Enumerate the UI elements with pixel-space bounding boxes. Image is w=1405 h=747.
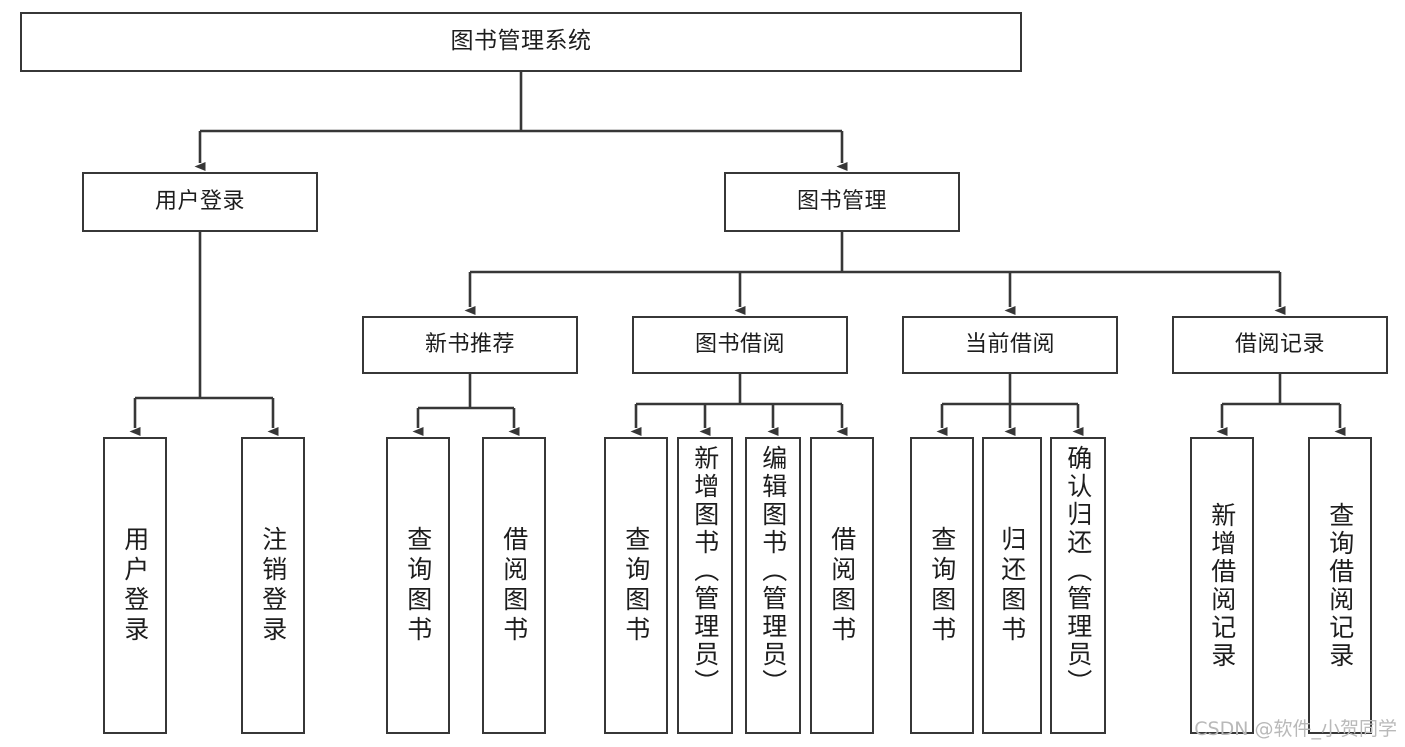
node-borrow-record[interactable]: 借阅记录 — [1172, 316, 1388, 374]
node-label: 用户登录 — [120, 525, 150, 646]
node-leaf-confirm-return-admin[interactable]: 确认归还（管理员） — [1050, 437, 1106, 734]
node-label: 借阅记录 — [1234, 332, 1325, 358]
node-root-book-management-system[interactable]: 图书管理系统 — [20, 12, 1022, 72]
node-leaf-borrow-book-recommend[interactable]: 借阅图书 — [482, 437, 546, 734]
node-leaf-user-logout[interactable]: 注销登录 — [241, 437, 305, 734]
node-book-borrow[interactable]: 图书借阅 — [632, 316, 848, 374]
node-label: 编辑图书（管理员） — [758, 445, 788, 697]
node-leaf-return-book[interactable]: 归还图书 — [982, 437, 1042, 734]
node-leaf-query-borrow-record[interactable]: 查询借阅记录 — [1308, 437, 1372, 734]
node-leaf-query-book-recommend[interactable]: 查询图书 — [386, 437, 450, 734]
node-label: 查询图书 — [403, 525, 433, 646]
node-label: 借阅图书 — [499, 525, 529, 646]
node-leaf-user-login[interactable]: 用户登录 — [103, 437, 167, 734]
node-label: 查询图书 — [621, 525, 651, 646]
node-label: 用户登录 — [154, 189, 245, 215]
node-user-login[interactable]: 用户登录 — [82, 172, 318, 232]
node-leaf-add-book-admin[interactable]: 新增图书（管理员） — [677, 437, 733, 734]
node-label: 图书借阅 — [694, 332, 785, 358]
node-label: 注销登录 — [258, 525, 288, 646]
node-leaf-query-book-borrow[interactable]: 查询图书 — [604, 437, 668, 734]
node-label: 新增借阅记录 — [1207, 501, 1237, 670]
node-label: 确认归还（管理员） — [1063, 445, 1093, 697]
node-book-management[interactable]: 图书管理 — [724, 172, 960, 232]
node-leaf-add-borrow-record[interactable]: 新增借阅记录 — [1190, 437, 1254, 734]
node-label: 图书管理系统 — [450, 28, 592, 55]
node-label: 归还图书 — [997, 525, 1027, 646]
node-label: 查询图书 — [927, 525, 957, 646]
node-new-book-recommend[interactable]: 新书推荐 — [362, 316, 578, 374]
node-label: 当前借阅 — [964, 332, 1055, 358]
node-leaf-edit-book-admin[interactable]: 编辑图书（管理员） — [745, 437, 801, 734]
node-leaf-borrow-book[interactable]: 借阅图书 — [810, 437, 874, 734]
node-current-borrow[interactable]: 当前借阅 — [902, 316, 1118, 374]
node-label: 图书管理 — [796, 189, 887, 215]
node-label: 新增图书（管理员） — [690, 445, 720, 697]
node-label: 新书推荐 — [424, 332, 515, 358]
csdn-watermark: CSDN @软件_小贺同学 — [1194, 718, 1397, 740]
node-label: 借阅图书 — [827, 525, 857, 646]
node-label: 查询借阅记录 — [1325, 501, 1355, 670]
node-leaf-query-book-current[interactable]: 查询图书 — [910, 437, 974, 734]
